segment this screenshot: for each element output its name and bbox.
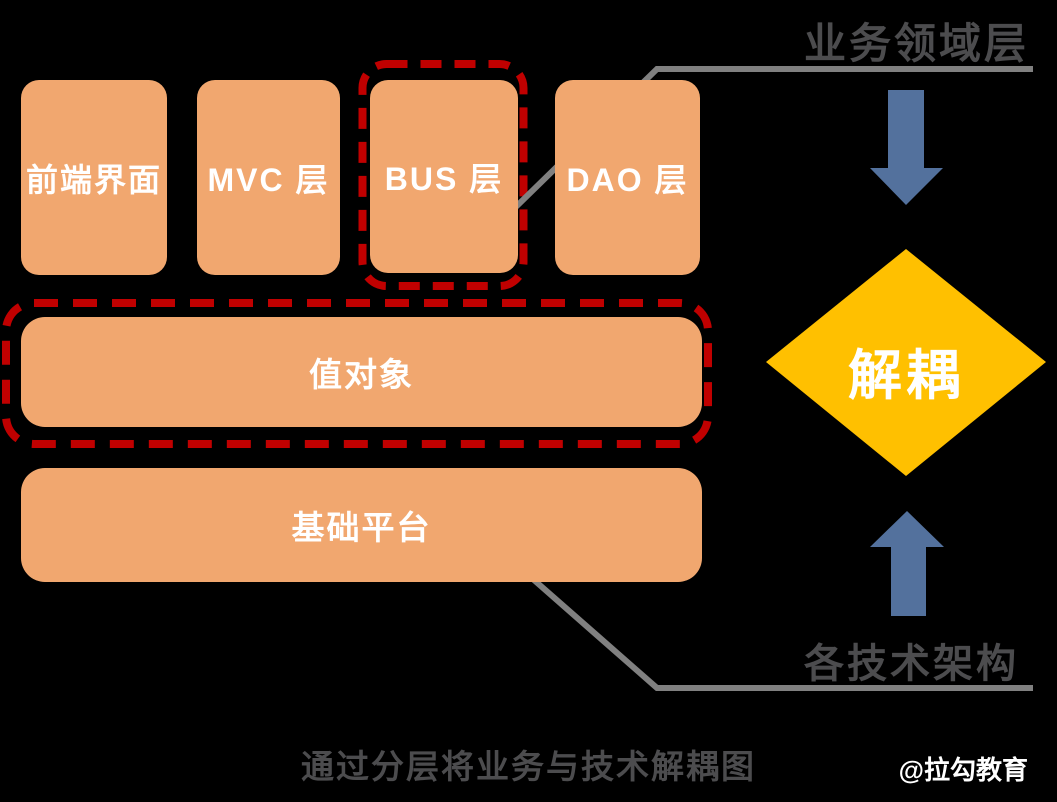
value-object-bar: 值对象	[21, 317, 702, 427]
diagram-caption: 通过分层将业务与技术解耦图	[301, 748, 756, 785]
layer-box-mvc-label: MVC 层	[207, 161, 330, 198]
down-arrow-icon	[870, 90, 943, 205]
tech-architecture-label: 各技术架构	[804, 642, 1019, 686]
up-arrow-icon	[870, 511, 944, 616]
value-object-bar-label: 值对象	[309, 356, 414, 393]
layer-box-bus: BUS 层	[370, 80, 518, 273]
base-platform-bar: 基础平台	[21, 468, 702, 582]
layer-box-dao-label: DAO 层	[566, 161, 689, 198]
layer-box-frontend: 前端界面	[21, 80, 167, 275]
business-domain-label: 业务领域层	[804, 20, 1030, 67]
base-platform-bar-label: 基础平台	[291, 509, 432, 546]
layer-box-bus-label: BUS 层	[384, 160, 504, 197]
layer-box-frontend-label: 前端界面	[25, 161, 162, 198]
layer-box-mvc: MVC 层	[197, 80, 340, 275]
decouple-diamond-label: 解耦	[848, 346, 964, 406]
layer-box-dao: DAO 层	[555, 80, 700, 275]
watermark-text: @拉勾教育	[898, 755, 1028, 785]
